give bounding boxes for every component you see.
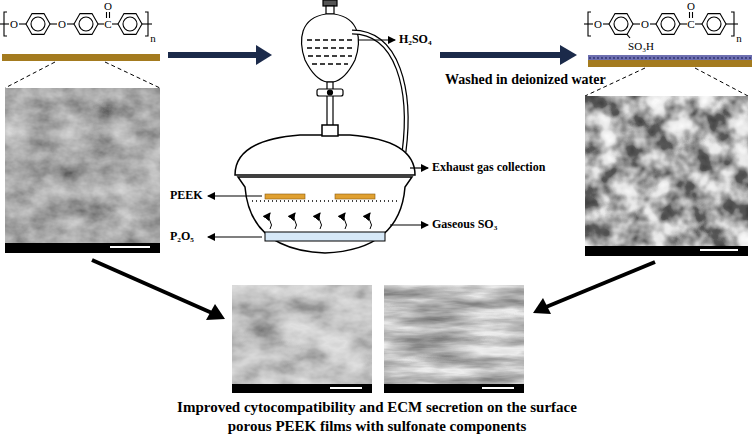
atom-label: O [641, 18, 649, 30]
atom-label: O [104, 0, 112, 12]
atom-label: C [687, 18, 694, 30]
reagent-label: H₂SO₄ [399, 33, 432, 46]
reagent-label: P₂O₅ [170, 230, 194, 243]
atom-label: O [10, 18, 18, 30]
repeat-index: n [150, 32, 156, 44]
caption: Improved cytocompatibility and ECM secre… [157, 398, 597, 436]
atom-label: O [594, 18, 602, 30]
repeat-index: n [736, 32, 742, 44]
atom-label: O [58, 18, 66, 30]
atom-label: O [687, 0, 695, 12]
group-label: SO₃H [628, 40, 654, 52]
atom-label: C [104, 18, 111, 30]
sample-label: PEEK [170, 189, 203, 202]
outlet-label: Exhaust gas collection [432, 161, 545, 174]
step-label: Washed in deionized water [445, 72, 606, 87]
gas-label: Gaseous SO₃ [432, 218, 497, 231]
